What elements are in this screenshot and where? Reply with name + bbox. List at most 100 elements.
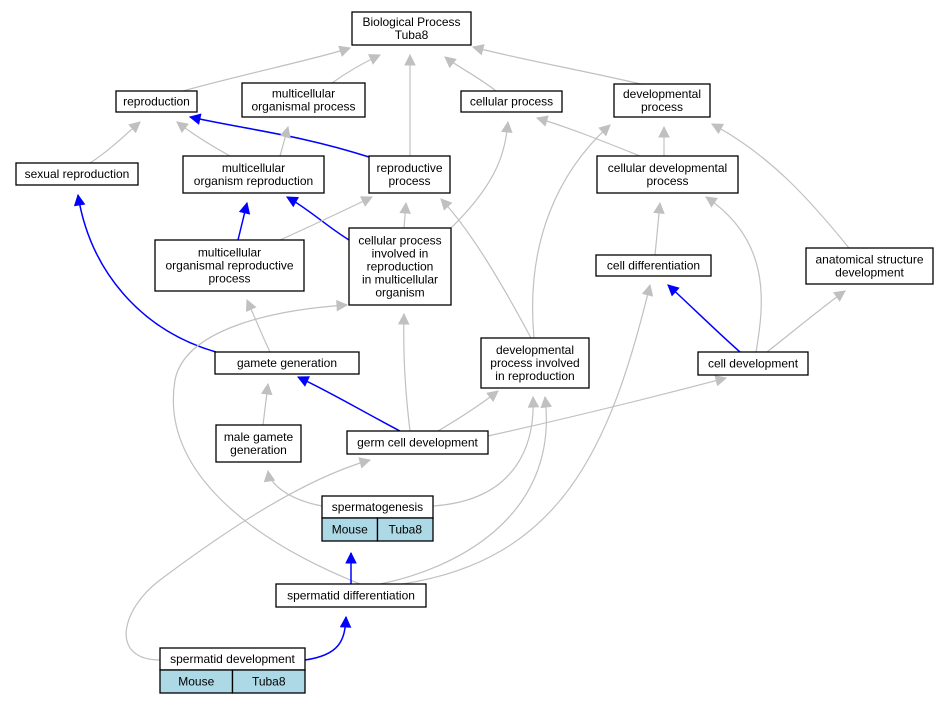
edge-cdp-to-cp (535, 115, 641, 157)
edge-gg-to-morp (245, 298, 271, 353)
node-box (154, 239, 305, 292)
arrowhead-icon (338, 45, 352, 57)
node-label: process (641, 100, 683, 114)
annotation-cell-label: Mouse (178, 675, 214, 689)
edge-morp-to-rp (279, 196, 374, 241)
edge-line (401, 284, 651, 585)
node-sdiff[interactable]: spermatid differentiation (275, 583, 427, 608)
node-box (460, 90, 563, 113)
node-label: cell differentiation (607, 259, 700, 273)
edge-line (267, 470, 323, 507)
edge-sr-to-repro (89, 121, 141, 164)
node-label: anatomical structure (815, 253, 923, 267)
arrowhead-icon (260, 382, 273, 396)
arrowhead-icon (176, 121, 189, 134)
node-label: cellular process (470, 95, 553, 109)
annotation-cell-label: Tuba8 (388, 523, 422, 537)
edge-sg-to-mgg (263, 469, 323, 507)
node-box (182, 155, 325, 194)
node-label: multicellular (272, 87, 335, 101)
arrowhead-icon (705, 196, 718, 208)
node-label: cellular developmental (608, 161, 727, 175)
node-label: organismal process (251, 100, 355, 114)
arrowhead-icon (345, 551, 357, 564)
arrowhead-icon (397, 312, 410, 325)
node-label: cell development (708, 357, 799, 371)
node-label: organism (375, 286, 424, 300)
node-repro[interactable]: reproduction (115, 90, 198, 113)
arrowhead-icon (714, 375, 728, 387)
node-label: reproduction (367, 260, 434, 274)
node-label: generation (230, 443, 287, 457)
node-cp[interactable]: cellular process (460, 90, 563, 113)
edge-repro-to-bp (182, 45, 352, 92)
arrowhead-icon (667, 284, 680, 297)
arrowhead-icon (598, 124, 611, 137)
edge-dpir-to-rp (440, 198, 532, 339)
node-label: process (388, 174, 430, 188)
edge-line (172, 304, 361, 585)
arrowhead-icon (399, 201, 411, 214)
edge-sdev-to-gcd (125, 457, 372, 661)
arrowhead-icon (658, 125, 670, 138)
edge-sdiff-to-dpir (379, 395, 553, 585)
node-box (346, 430, 489, 455)
arrowhead-icon (535, 115, 549, 127)
arrowhead-icon (360, 196, 374, 207)
node-box (368, 155, 451, 194)
arrowhead-icon (73, 193, 86, 207)
node-label: multicellular (222, 161, 285, 175)
node-cdiff[interactable]: cell differentiation (595, 254, 712, 277)
annotation-cell (376, 517, 434, 542)
node-cdev[interactable]: cell development (697, 351, 809, 376)
edge-morp-to-mor (237, 201, 251, 241)
arrowhead-icon (471, 44, 485, 56)
arrowhead-icon (279, 125, 291, 139)
node-sr[interactable]: sexual reproduction (15, 162, 139, 186)
edge-line (440, 198, 532, 339)
edge-line (189, 116, 370, 158)
node-box (241, 82, 366, 118)
edge-sdiff-to-cdiff (401, 283, 654, 585)
edge-gcd-to-cpir (397, 312, 411, 432)
node-label: reproductive (376, 161, 442, 175)
edge-line (432, 396, 534, 507)
arrowhead-icon (238, 201, 251, 215)
node-box (480, 337, 590, 389)
edge-dp-to-bp (471, 44, 642, 85)
arrowhead-icon (368, 54, 382, 65)
node-box (697, 351, 809, 376)
edge-line (77, 194, 217, 353)
node-gg[interactable]: gamete generation (214, 351, 360, 375)
node-label: spermatid differentiation (287, 589, 415, 603)
node-label: cellular process (358, 234, 441, 248)
edge-sdev-to-sdiff (304, 615, 352, 661)
edge-cdev-to-asd (766, 290, 846, 353)
node-label: in multicellular (362, 273, 438, 287)
edge-line (379, 396, 547, 585)
edge-line (472, 46, 642, 85)
edge-asd-to-dp (711, 123, 850, 249)
arrowhead-icon (263, 469, 276, 483)
node-gcd[interactable]: germ cell development (346, 430, 489, 455)
arrowhead-icon (653, 201, 665, 215)
arrowhead-icon (527, 395, 540, 408)
edge-line (532, 124, 611, 339)
node-box (115, 90, 198, 113)
edge-mgg-to-gg (260, 382, 273, 426)
